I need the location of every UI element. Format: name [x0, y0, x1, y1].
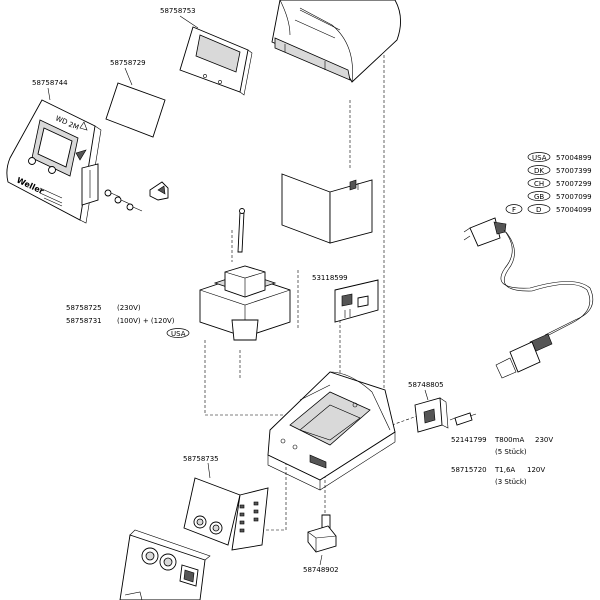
screw-2	[114, 196, 131, 205]
cable-country-dk: DK	[534, 167, 544, 175]
label-transformer-1-note: (230V)	[117, 304, 141, 312]
label-display-panel: 58758753	[160, 7, 196, 15]
cable-code-gb: 57007099	[556, 193, 592, 201]
label-transformer-2-region: USA	[171, 330, 186, 338]
base-housing	[267, 371, 396, 491]
film-sheet: 58758729	[105, 59, 166, 138]
screws-and-clip	[81, 163, 169, 212]
front-panel: 58758744 WD 2M Weller	[6, 79, 102, 224]
screw-3	[126, 203, 143, 212]
cable-country-f: F	[512, 206, 516, 214]
label-front-2m: 2M	[67, 120, 80, 131]
label-transformer-1: 58758725	[66, 304, 102, 312]
control-board: 58758735	[183, 455, 269, 551]
insulation-sheet	[281, 173, 373, 244]
pcb-board: 53118599	[312, 274, 379, 323]
label-fuse-1-voltage: 230V	[535, 436, 553, 444]
cable-row-f-d: F D 57004099	[505, 204, 592, 214]
cable-country-d: D	[536, 206, 541, 214]
label-transformer-2: 58758731	[66, 317, 102, 325]
cable-code-f-d: 57004099	[556, 206, 592, 214]
transformer: 58758725 (230V) 58758731 (100V) + (120V)…	[66, 265, 291, 341]
label-control-board: 58758735	[183, 455, 219, 463]
label-fuse-2-voltage: 120V	[527, 466, 545, 474]
cable-country-gb: GB	[534, 193, 544, 201]
label-pcb: 53118599	[312, 274, 348, 282]
cable-row-usa: USA 57004899	[527, 152, 592, 162]
cable-row-gb: GB 57007099	[527, 191, 592, 201]
cable-country-usa: USA	[532, 154, 547, 162]
top-housing-cover	[271, 0, 401, 83]
label-fuse-2-spec: T1,6A	[494, 466, 515, 474]
label-film: 58758729	[110, 59, 146, 67]
bottom-front-panel	[119, 529, 211, 600]
control-board-leds	[239, 501, 259, 533]
power-socket: 58748805	[408, 381, 477, 433]
screw-1	[104, 189, 121, 198]
label-fuse-1: 52141799	[451, 436, 487, 444]
knob: 58748902	[303, 514, 339, 574]
label-fuse-2-qty: (3 Stück)	[495, 478, 527, 486]
cable-code-dk: 57007399	[556, 167, 592, 175]
label-fuse-2: 58715720	[451, 466, 487, 474]
cable-row-dk: DK 57007399	[527, 165, 592, 175]
cable-code-list: USA 57004899 DK 57007399 CH 57007299 GB …	[505, 152, 592, 214]
label-fuse-1-spec: T800mA	[494, 436, 524, 444]
label-transformer-2-note: (100V) + (120V)	[117, 317, 175, 325]
cable-code-usa: 57004899	[556, 154, 592, 162]
display-panel: 58758753	[160, 7, 253, 96]
label-fuse-1-qty: (5 Stück)	[495, 448, 527, 456]
fuse-info: 52141799 T800mA 230V (5 Stück) 58715720 …	[451, 436, 553, 486]
probe-rod	[237, 208, 245, 253]
cable-code-ch: 57007299	[556, 180, 592, 188]
clip	[149, 181, 169, 201]
cable-row-ch: CH 57007299	[527, 178, 592, 188]
power-cable	[463, 217, 594, 379]
label-socket: 58748805	[408, 381, 444, 389]
label-front-panel: 58758744	[32, 79, 68, 87]
label-knob: 58748902	[303, 566, 339, 574]
cable-country-ch: CH	[534, 180, 544, 188]
